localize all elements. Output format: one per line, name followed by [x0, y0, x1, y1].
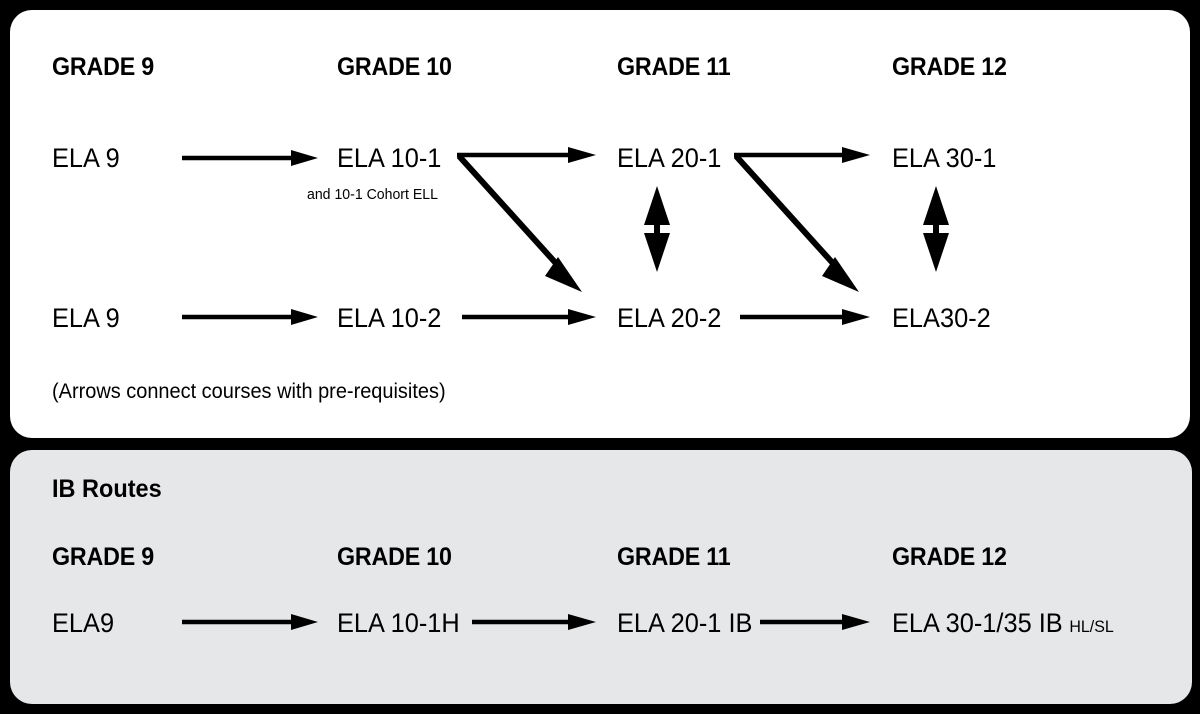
- course-ela-30-2[interactable]: ELA30-2: [892, 303, 991, 333]
- arrow-ela20-1-ela20-2-bidirectional: [644, 186, 670, 272]
- arrow-ela20-2-to-ela30-2: [740, 309, 870, 325]
- ib-grade-header-10: GRADE 10: [337, 543, 452, 571]
- arrow-ela30-1-ela30-2-bidirectional: [923, 186, 949, 272]
- grade-header-9: GRADE 9: [52, 53, 155, 81]
- ib-course-ela-30-1-35-ib[interactable]: ELA 30-1/35 IB HL/SL: [892, 608, 1114, 639]
- arrow-ela9-to-ela10-1: [182, 150, 318, 166]
- grade-header-10: GRADE 10: [337, 53, 452, 81]
- ib-routes-title: IB Routes: [52, 475, 162, 503]
- arrow-ela10-1h-to-ela20-1-ib: [472, 614, 596, 630]
- course-ela-9-dash-one[interactable]: ELA 9: [52, 143, 120, 173]
- grade-header-11: GRADE 11: [617, 53, 731, 81]
- regular-arrow-layer: [182, 147, 949, 325]
- course-ela-10-1-subtitle: and 10-1 Cohort ELL: [307, 186, 438, 203]
- arrow-ela10-2-to-ela20-2: [462, 309, 596, 325]
- course-ela-30-1[interactable]: ELA 30-1: [892, 143, 997, 173]
- course-ela-9-dash-two[interactable]: ELA 9: [52, 303, 120, 333]
- regular-routes-panel: GRADE 9 GRADE 10 GRADE 11 GRADE 12 ELA 9…: [10, 10, 1190, 438]
- course-ela-10-2[interactable]: ELA 10-2: [337, 303, 442, 333]
- ib-routes-panel: IB Routes GRADE 9 GRADE 10 GRADE 11 GRAD…: [10, 450, 1192, 704]
- prerequisite-note: (Arrows connect courses with pre-requisi…: [52, 380, 446, 403]
- course-ela-10-1[interactable]: ELA 10-1: [337, 143, 442, 173]
- ib-grade-header-11: GRADE 11: [617, 543, 731, 571]
- course-ela-20-2[interactable]: ELA 20-2: [617, 303, 722, 333]
- arrow-ela9-to-ela10-2: [182, 309, 318, 325]
- ib-grade-header-9: GRADE 9: [52, 543, 155, 571]
- ib-course-ela9[interactable]: ELA9: [52, 608, 115, 638]
- ib-course-ela-20-1-ib[interactable]: ELA 20-1 IB: [617, 608, 753, 638]
- arrow-ela20-1-ib-to-ela30-1-35-ib: [760, 614, 870, 630]
- arrow-ela20-1-to-ela30-1: [734, 147, 870, 163]
- arrow-ela10-1-to-ela20-2-diagonal: [456, 153, 582, 292]
- arrow-ela10-1-to-ela20-1: [457, 147, 596, 163]
- arrow-ela20-1-to-ela30-2-diagonal: [733, 153, 859, 292]
- arrow-ela9-to-ela10-1h: [182, 614, 318, 630]
- grade-header-12: GRADE 12: [892, 53, 1007, 81]
- ib-arrow-layer: [182, 614, 870, 630]
- ib-course-hl-sl-suffix: HL/SL: [1069, 617, 1114, 636]
- ib-course-ela-30-1-35-ib-label: ELA 30-1/35 IB: [892, 608, 1063, 638]
- ib-grade-header-12: GRADE 12: [892, 543, 1007, 571]
- course-ela-20-1[interactable]: ELA 20-1: [617, 143, 722, 173]
- ib-course-ela-10-1h[interactable]: ELA 10-1H: [337, 608, 460, 638]
